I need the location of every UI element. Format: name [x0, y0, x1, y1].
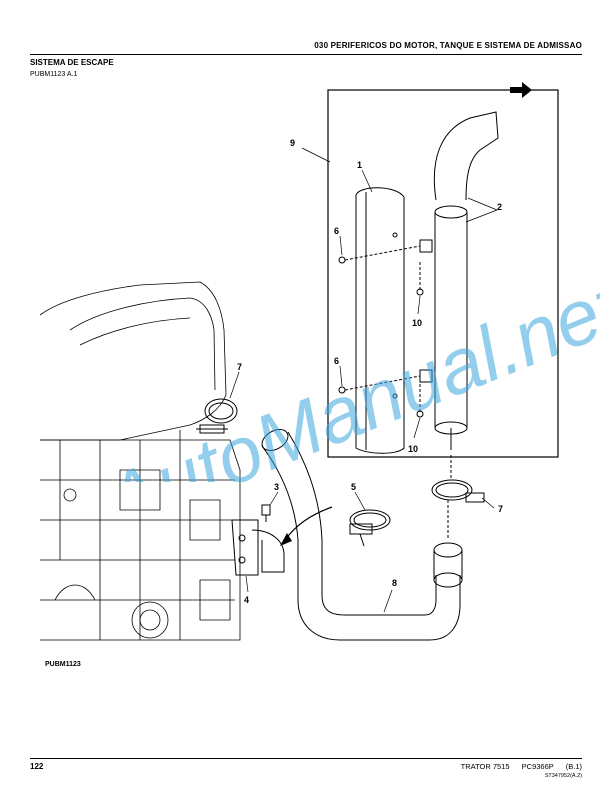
leader-lines	[229, 147, 498, 613]
engine-block	[39, 281, 241, 641]
callout-1: 1	[357, 160, 362, 170]
clamp-7-left	[196, 398, 238, 434]
fasteners	[338, 245, 424, 418]
header-title: 030 PERIFERICOS DO MOTOR, TANQUE E SISTE…	[314, 41, 582, 50]
section-title: SISTEMA DE ESCAPE	[30, 58, 114, 67]
callout-9: 9	[290, 138, 295, 148]
callout-3: 3	[274, 482, 279, 492]
inset-frame	[327, 89, 559, 458]
callout-8: 8	[392, 578, 397, 588]
footer-rule	[30, 758, 582, 759]
footer-model: TRATOR 7515	[460, 762, 510, 771]
callout-7-left: 7	[237, 362, 242, 372]
footer-info: TRATOR 7515 PC9366P (B.1)	[451, 762, 582, 771]
stack-pipe	[419, 111, 499, 450]
footer-catalog: PC9366P	[521, 762, 554, 771]
pointer-arrow	[284, 506, 333, 541]
callouts: 9 1 2 6 10 6 7 10 3 5 7 8 4	[237, 138, 503, 605]
page-number: 122	[30, 762, 44, 771]
footer-revision: (B.1)	[565, 762, 582, 771]
clamp-7-right	[431, 479, 485, 503]
callout-6-lower: 6	[334, 356, 339, 366]
bracket-assembly	[231, 504, 285, 576]
clamp-5	[349, 509, 391, 547]
direction-arrow	[510, 82, 532, 98]
callout-10-lower: 10	[408, 444, 418, 454]
callout-5: 5	[351, 482, 356, 492]
callout-2: 2	[497, 202, 502, 212]
figure-id: PUBM1123	[45, 661, 81, 668]
header-rule	[30, 54, 582, 55]
section-ref: PUBM1123 A.1	[30, 71, 78, 78]
callout-7-right: 7	[498, 504, 503, 514]
callout-10-upper: 10	[412, 318, 422, 328]
footer-code: ST347952(A.2)	[544, 773, 582, 779]
heat-shield	[355, 187, 405, 454]
elbow-pipe	[261, 429, 463, 641]
callout-6-upper: 6	[334, 226, 339, 236]
callout-4: 4	[244, 595, 249, 605]
